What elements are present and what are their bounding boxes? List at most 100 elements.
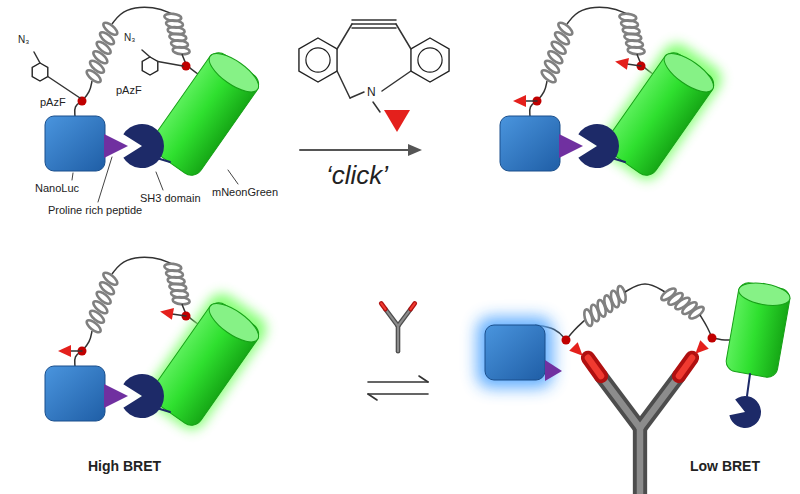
leader-line xyxy=(228,170,238,184)
helix-coil xyxy=(557,21,575,37)
antibody-tip xyxy=(411,303,415,309)
click-handle xyxy=(513,95,526,107)
antibody-chain xyxy=(396,326,401,351)
click-handle xyxy=(513,95,526,107)
linker xyxy=(112,7,172,24)
antibody-chain xyxy=(601,376,640,428)
mneongreen-cylinder xyxy=(141,288,272,436)
atom-label: N xyxy=(367,85,376,99)
bond-line xyxy=(352,27,396,29)
helix-coil xyxy=(553,30,571,46)
arrow-shaft xyxy=(300,149,410,151)
azide-label: N₃ xyxy=(18,34,29,46)
click-handle xyxy=(159,306,174,320)
antibody-chain xyxy=(637,428,643,494)
helix-coil xyxy=(85,21,119,85)
bond-line xyxy=(158,62,183,67)
helix-coil xyxy=(92,299,110,315)
helix-coil xyxy=(95,40,113,56)
benzene-ring xyxy=(411,38,449,82)
mneongreen-cylinder xyxy=(141,288,272,436)
proline-peptide xyxy=(559,134,583,158)
bond-line xyxy=(525,100,537,102)
mneongreen-cylinder xyxy=(596,38,727,186)
azide-label: N₃ xyxy=(124,32,135,44)
helix-coil xyxy=(88,59,106,75)
benzene-ring xyxy=(32,63,48,81)
state-label: High BRET xyxy=(88,458,161,475)
helix-coil xyxy=(172,46,190,55)
equilibrium-arrows xyxy=(368,303,428,400)
leader-line xyxy=(156,172,163,190)
helix-coil xyxy=(88,309,106,325)
bond-line xyxy=(350,92,364,98)
helix-coil xyxy=(102,21,120,37)
reaction-arrow xyxy=(300,144,422,156)
residue-label: pAzF xyxy=(40,96,66,109)
helix-coil xyxy=(627,46,645,55)
click-handle xyxy=(614,56,629,70)
half-arrow-head xyxy=(368,394,377,400)
bond-line xyxy=(373,102,380,112)
mneongreen-cylinder xyxy=(203,297,264,349)
helix-coil xyxy=(619,13,645,55)
antibody-tip xyxy=(381,303,385,309)
mneongreen-cylinder xyxy=(147,47,264,180)
antibody-chain xyxy=(385,309,398,326)
nanoluc-box xyxy=(500,116,560,171)
helix-coil xyxy=(540,21,574,85)
click-handle xyxy=(569,342,587,360)
part-label: SH3 domain xyxy=(140,192,201,205)
arrow-shaft xyxy=(368,393,428,395)
sh3-domain xyxy=(123,124,164,168)
helix-coil xyxy=(583,285,627,327)
part-label: Proline rich peptide xyxy=(48,204,142,217)
helix-coil xyxy=(92,49,110,65)
sensor-construct xyxy=(500,7,727,185)
benzene-ring xyxy=(142,57,158,75)
click-handle xyxy=(58,345,71,357)
mneongreen-cylinder xyxy=(596,38,727,186)
linker xyxy=(182,54,198,74)
bond-line xyxy=(337,24,352,49)
click-handle xyxy=(614,56,629,70)
proline-peptide xyxy=(104,134,128,158)
mneongreen-cylinder xyxy=(737,279,792,309)
nanoluc-box xyxy=(45,366,105,421)
nanoluc-box xyxy=(485,325,545,380)
antibody-chain xyxy=(385,309,398,326)
half-arrow-head xyxy=(419,376,428,382)
bond-line xyxy=(627,64,641,66)
linker xyxy=(112,257,172,274)
nanoluc-box xyxy=(45,116,105,171)
helix-coil xyxy=(660,286,706,320)
antibody-tip xyxy=(588,358,601,376)
linker xyxy=(625,284,665,292)
residue-label: pAzF xyxy=(116,84,142,97)
bond-line xyxy=(382,71,411,91)
part-label: NanoLuc xyxy=(35,182,79,195)
bond-line xyxy=(34,52,40,63)
helix-coil xyxy=(164,13,190,55)
antibody xyxy=(381,303,415,351)
helix-coil xyxy=(85,271,119,335)
click-handle xyxy=(384,110,410,132)
helix-coil xyxy=(550,40,568,56)
proline-peptide xyxy=(104,384,128,408)
mneongreen-cylinder xyxy=(725,279,792,378)
antibody-chain xyxy=(397,326,399,351)
antibody-chain xyxy=(633,428,647,494)
bond-line xyxy=(172,314,186,316)
antibody-tip xyxy=(588,358,601,376)
helix-coil xyxy=(547,49,565,65)
helix-coil xyxy=(543,59,561,75)
mneongreen-cylinder xyxy=(658,47,719,99)
state-label: Low BRET xyxy=(690,458,760,475)
sh3-domain xyxy=(729,396,761,428)
leader-line xyxy=(98,157,112,202)
helix-coil xyxy=(85,68,103,84)
helix-coil xyxy=(616,285,627,303)
click-handle xyxy=(691,340,709,358)
